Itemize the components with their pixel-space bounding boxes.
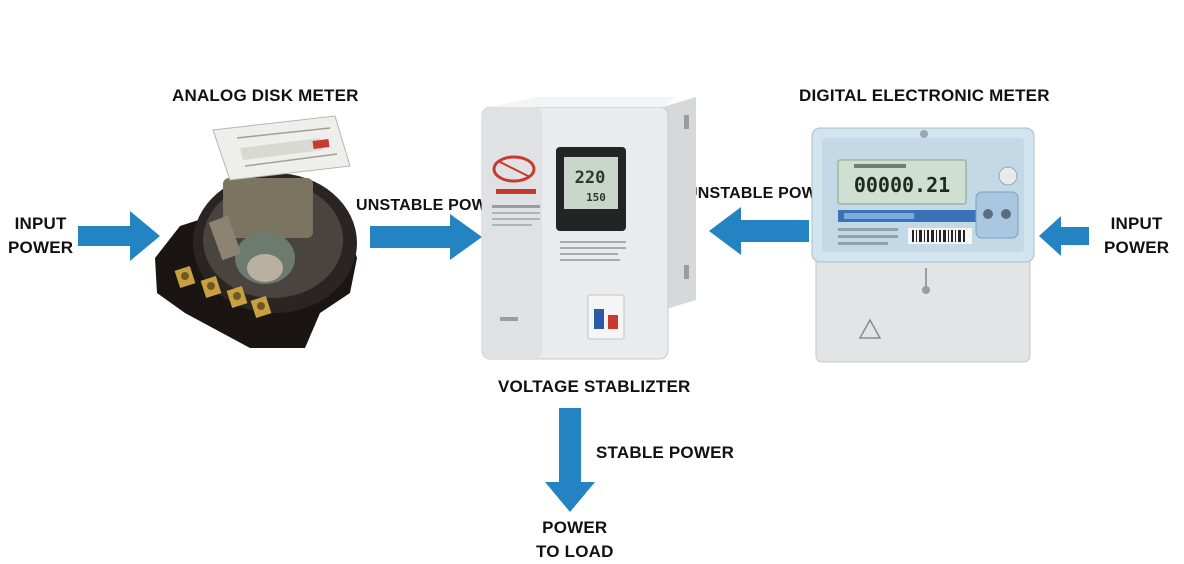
voltage-stabilizer-image: 220 150 — [478, 95, 700, 365]
input-power-right-label: INPUT POWER — [1104, 212, 1169, 260]
digital-electronic-meter-image: 00000.21 — [808, 120, 1038, 366]
unstable-arrow-right — [709, 207, 809, 255]
input-power-left-line1: INPUT — [8, 212, 73, 236]
analog-disk-meter-image — [145, 108, 360, 353]
stabilizer-lcd-line2: 150 — [586, 191, 606, 204]
power-to-load-line1: POWER — [536, 516, 614, 540]
analog-meter-title: ANALOG DISK METER — [172, 84, 359, 108]
unstable-arrow-left — [370, 214, 482, 260]
stabilizer-title: VOLTAGE STABLIZTER — [498, 375, 690, 399]
power-to-load-label: POWER TO LOAD — [536, 516, 614, 564]
stable-power-arrow-down — [545, 408, 595, 512]
power-to-load-line2: TO LOAD — [536, 540, 614, 564]
input-power-right-line1: INPUT — [1104, 212, 1169, 236]
input-power-left-line2: POWER — [8, 236, 73, 260]
input-power-right-line2: POWER — [1104, 236, 1169, 260]
digital-meter-lcd-reading: 00000.21 — [854, 173, 950, 197]
stable-power-label: STABLE POWER — [596, 441, 734, 465]
stabilizer-lcd-line1: 220 — [575, 168, 606, 188]
digital-meter-title: DIGITAL ELECTRONIC METER — [799, 84, 1050, 108]
input-arrow-right — [1039, 216, 1089, 256]
input-power-left-label: INPUT POWER — [8, 212, 73, 260]
